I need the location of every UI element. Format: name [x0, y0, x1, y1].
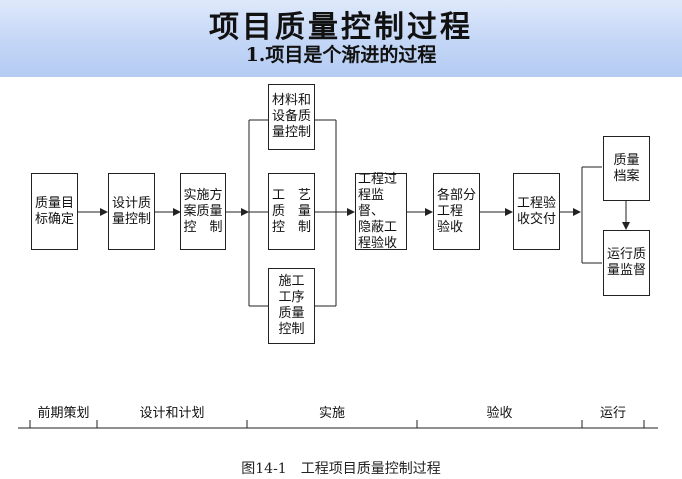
box-quality-archive: 质量 档案 — [603, 136, 650, 201]
phase-label: 运行 — [599, 406, 626, 421]
phase-label: 前期策划 — [37, 406, 90, 421]
box-handover: 工程验 收交付 — [513, 173, 560, 250]
box-construction-step-quality-control: 施工 工序 质量 控制 — [268, 268, 315, 344]
page-title: 项目质量控制过程 — [209, 10, 473, 45]
figure-caption: 图14-1 工程项目质量控制过程 — [241, 461, 441, 477]
box-material-quality-control: 材料和 设备质 量控制 — [268, 84, 315, 150]
box-process-quality-control: 工 艺 质 量 控 制 — [268, 173, 315, 250]
box-part-acceptance: 各部分 工程 验收 — [433, 173, 480, 250]
phase-label: 设计和计划 — [139, 406, 205, 421]
phase-label: 实施 — [318, 406, 345, 421]
box-design-quality-control: 设计质 量控制 — [108, 173, 155, 250]
header-banner: 项目质量控制过程 1.项目是个渐进的过程 — [0, 0, 682, 77]
page-subtitle: 1.项目是个渐进的过程 — [245, 44, 437, 66]
box-supervision-acceptance: 工程过 程监督、 隐蔽工 程验收 — [355, 172, 407, 251]
box-plan-quality-control: 实施方 案质量 控 制 — [180, 173, 226, 250]
box-quality-goal: 质量目 标确定 — [31, 173, 78, 250]
phase-label: 验收 — [486, 406, 513, 421]
box-operation-supervision: 运行质 量监督 — [603, 230, 650, 296]
